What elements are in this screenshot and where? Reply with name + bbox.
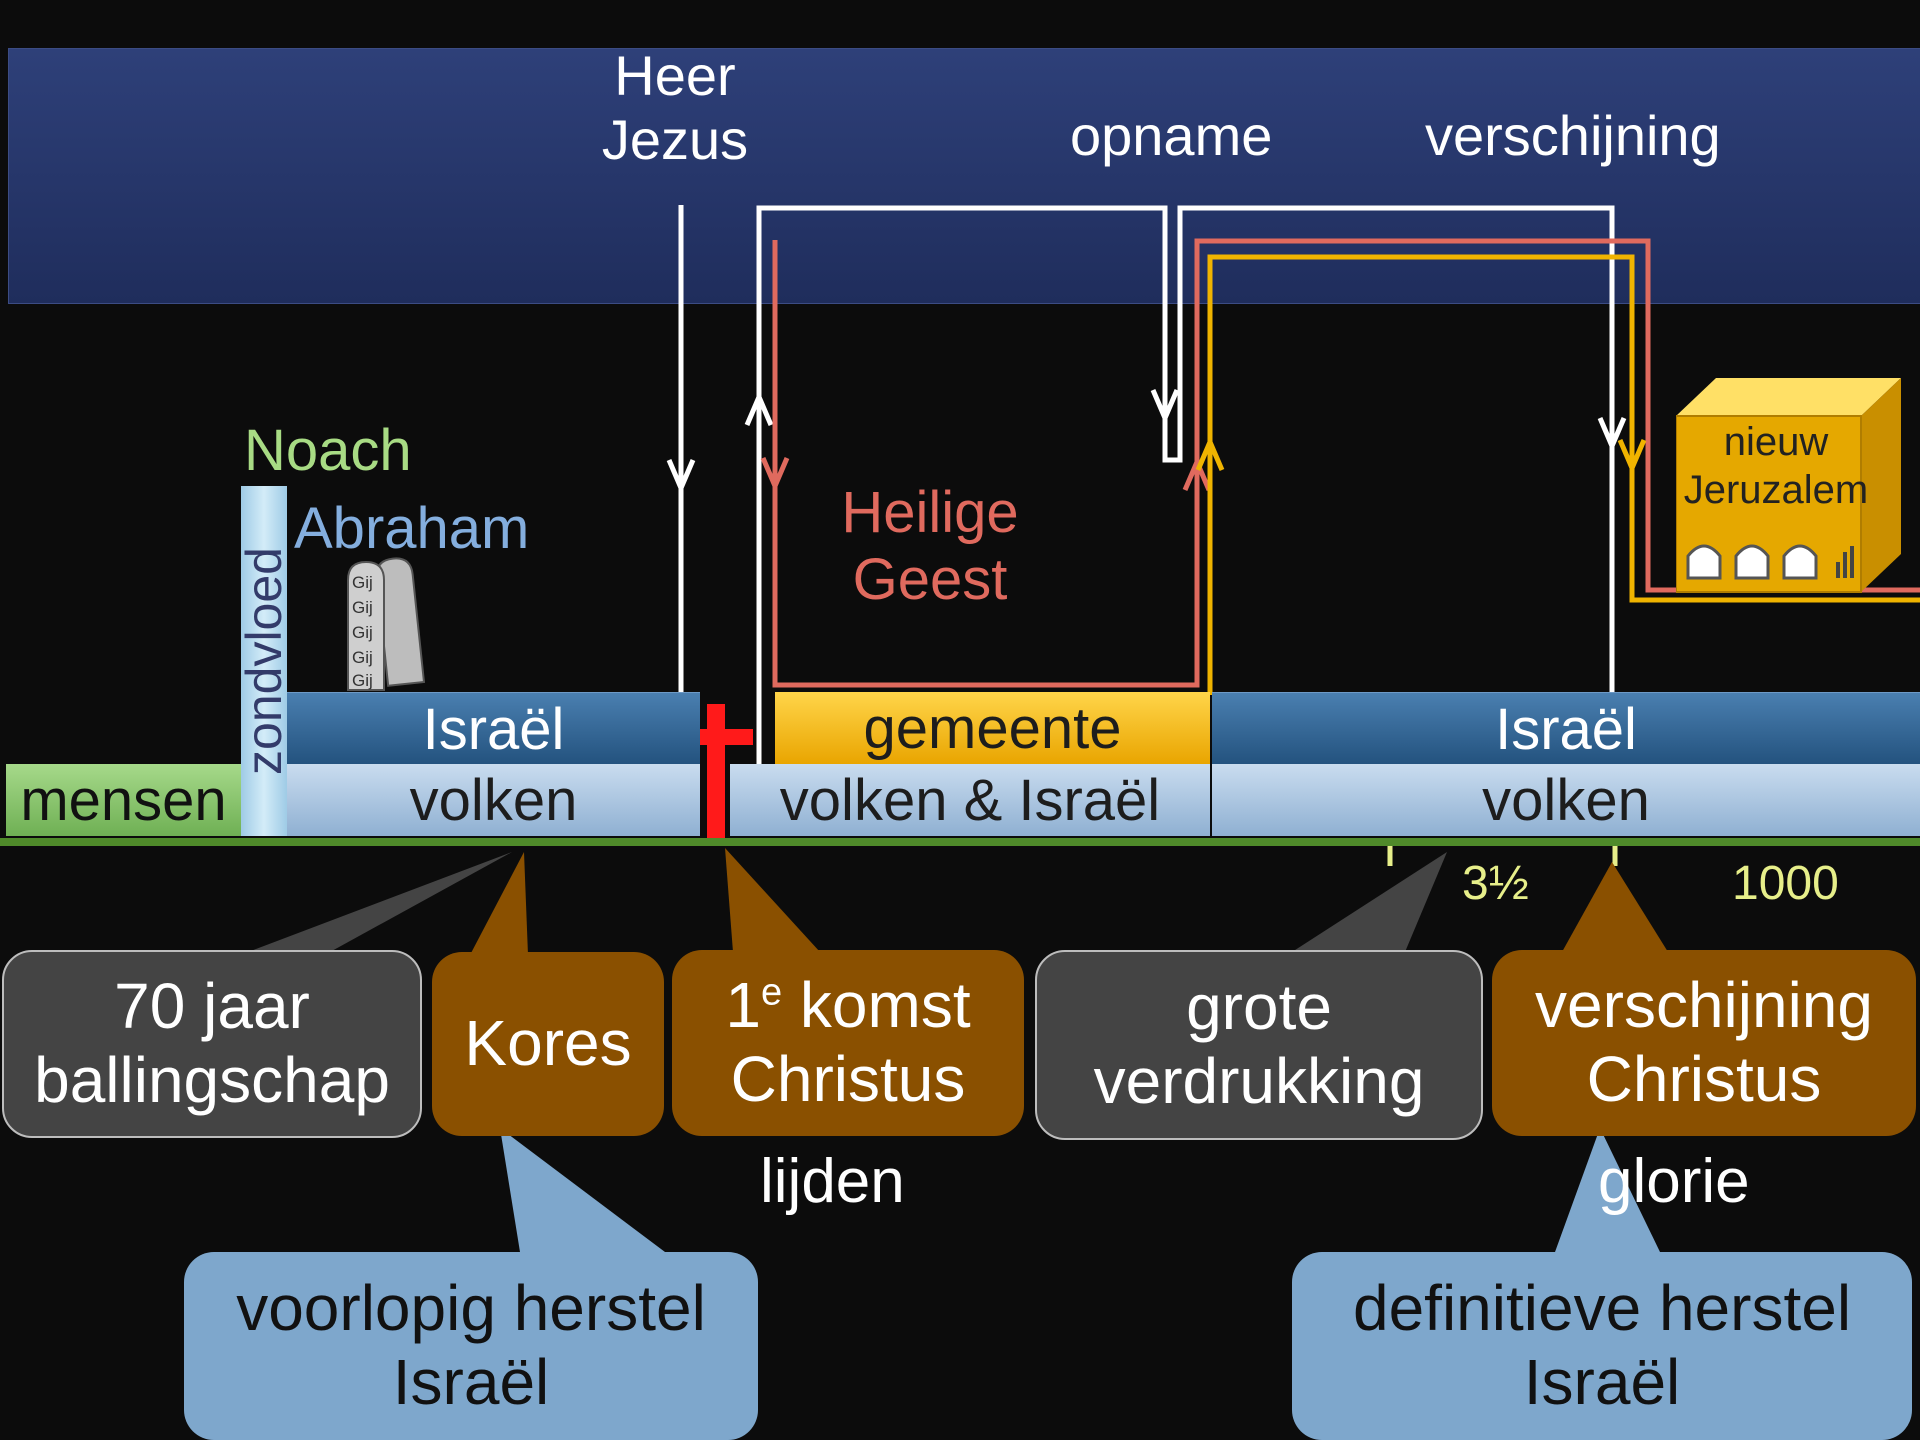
svg-text:Gij: Gij <box>352 648 373 667</box>
callout-definitieve-herstel: definitieve herstel Israël <box>1292 1252 1912 1440</box>
heer-jezus-label: Heer Jezus <box>601 44 749 172</box>
svg-text:Gij: Gij <box>352 623 373 642</box>
caption-glorie: glorie <box>1598 1147 1750 1216</box>
nieuw-jeruzalem-icon <box>1676 378 1901 593</box>
caption-lijden: lijden <box>760 1147 905 1216</box>
tick-label-1000: 1000 <box>1732 857 1839 910</box>
holy-spirit-line <box>760 238 1920 688</box>
church-line <box>1195 254 1920 695</box>
heilige-geest-label: Heilige Geest <box>841 480 1019 612</box>
heaven-band <box>8 48 1920 304</box>
band-volken-right: volken <box>1212 764 1920 836</box>
ascension-return-line <box>744 205 1627 805</box>
callout-kores: Kores <box>432 952 664 1136</box>
noach-label: Noach <box>244 418 412 483</box>
nieuw-jeruzalem-label: nieuw Jeruzalem <box>1683 420 1869 512</box>
band-volken-israel: volken & Israël <box>730 764 1210 836</box>
opname-label: opname <box>1070 104 1273 167</box>
callout-voorlopig-herstel: voorlopig herstel Israël <box>184 1252 758 1440</box>
band-volken-left: volken <box>287 764 700 836</box>
callout-ballingschap: 70 jaar ballingschap <box>2 950 422 1138</box>
callout-verschijning: verschijning Christus <box>1492 950 1916 1136</box>
band-israel-left: Israël <box>287 692 700 765</box>
timeline-ground <box>0 838 1920 846</box>
tick-label-3-5: 3½ <box>1462 857 1529 910</box>
callout-verdrukking: grote verdrukking <box>1035 950 1483 1140</box>
band-mensen: mensen <box>6 764 241 836</box>
svg-text:Gij: Gij <box>352 573 373 592</box>
band-gemeente: gemeente <box>775 692 1210 764</box>
incarnation-arrow <box>666 205 696 695</box>
callout-eerste-komst: 1e komst Christus <box>672 950 1024 1136</box>
svg-text:Gij: Gij <box>352 598 373 617</box>
svg-text:Gij: Gij <box>352 671 373 690</box>
band-israel-right: Israël <box>1212 692 1920 765</box>
verschijning-label: verschijning <box>1425 104 1721 167</box>
abraham-label: Abraham <box>294 496 530 561</box>
zondvloed-label: zondvloed <box>236 547 292 775</box>
zondvloed-column: zondvloed <box>236 486 292 836</box>
